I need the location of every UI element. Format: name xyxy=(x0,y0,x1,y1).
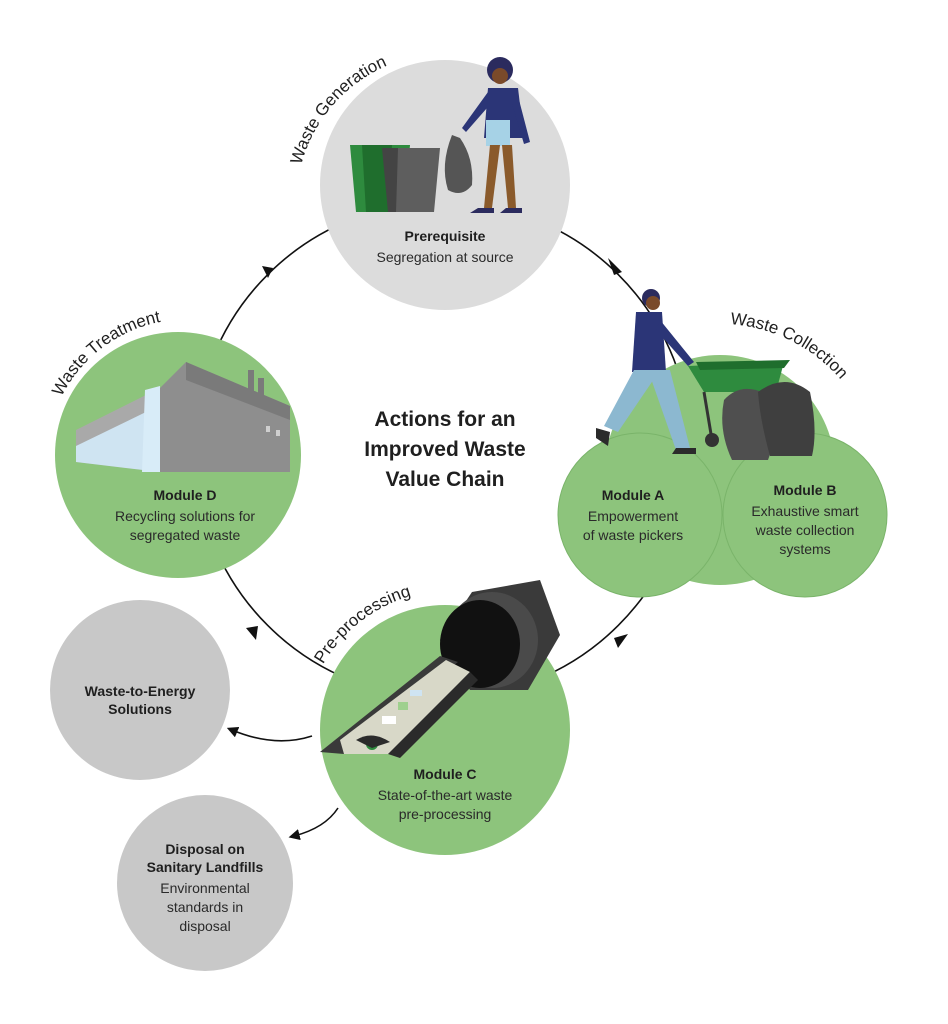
treatment-desc-line2: segregated waste xyxy=(130,527,241,543)
module-b-circle xyxy=(723,433,887,597)
title-line2: Improved Waste xyxy=(364,438,525,461)
module-a-desc-line1: Empowerment xyxy=(588,508,678,524)
arrow-generation-to-collection xyxy=(608,258,622,275)
module-a-circle xyxy=(558,433,722,597)
treatment-heading: Module D xyxy=(154,487,217,503)
landfill-desc-line2: standards in xyxy=(167,899,243,915)
waste-bins-illustration xyxy=(350,135,473,212)
preprocessing-desc-line1: State-of-the-art waste xyxy=(378,787,513,803)
landfill-circle xyxy=(117,795,293,971)
stage-waste-collection: Module A Empowerment of waste pickers Mo… xyxy=(557,289,888,598)
generation-heading: Prerequisite xyxy=(405,228,486,244)
module-b-desc-line2: waste collection xyxy=(755,522,855,538)
waste-picker-cart-illustration xyxy=(596,289,815,460)
output-waste-to-energy: Waste-to-Energy Solutions xyxy=(50,600,230,780)
treatment-desc-line1: Recycling solutions for xyxy=(115,508,255,524)
cycle-arrows xyxy=(246,258,628,648)
module-a-desc-line2: of waste pickers xyxy=(583,527,683,543)
module-a-heading: Module A xyxy=(602,487,664,503)
landfill-heading-line1: Disposal on xyxy=(165,841,244,857)
arrow-collection-to-preprocessing xyxy=(614,634,628,648)
landfill-desc-line3: disposal xyxy=(179,918,230,934)
energy-circle xyxy=(50,600,230,780)
module-b-desc-line1: Exhaustive smart xyxy=(751,503,858,519)
module-b-desc-line3: systems xyxy=(779,541,830,557)
conveyor-machine-illustration xyxy=(320,580,560,758)
arrow-treatment-to-generation xyxy=(262,266,273,278)
arrow-preprocessing-to-treatment xyxy=(246,626,258,640)
arrow-to-energy xyxy=(226,726,313,742)
preprocessing-desc-line2: pre-processing xyxy=(399,806,492,822)
recycling-plant-illustration xyxy=(76,362,290,472)
energy-heading-line2: Solutions xyxy=(108,701,172,717)
generation-desc: Segregation at source xyxy=(377,249,514,265)
stage-waste-treatment: Module D Recycling solutions for segrega… xyxy=(48,307,301,578)
title-line1: Actions for an xyxy=(374,408,515,431)
center-title: Actions for an Improved Waste Value Chai… xyxy=(364,408,525,491)
title-line3: Value Chain xyxy=(385,468,504,491)
stage-pre-processing: Module C State-of-the-art waste pre-proc… xyxy=(310,580,570,855)
energy-heading-line1: Waste-to-Energy xyxy=(85,683,196,699)
landfill-desc-line1: Environmental xyxy=(160,880,250,896)
landfill-heading-line2: Sanitary Landfills xyxy=(147,859,264,875)
module-b-heading: Module B xyxy=(774,482,837,498)
person-with-bag-illustration xyxy=(462,57,530,213)
arrow-to-landfill xyxy=(288,807,339,841)
stage-waste-generation: Prerequisite Segregation at source Waste… xyxy=(287,52,570,310)
preprocessing-heading: Module C xyxy=(414,766,477,782)
output-sanitary-landfill: Disposal on Sanitary Landfills Environme… xyxy=(117,795,293,971)
